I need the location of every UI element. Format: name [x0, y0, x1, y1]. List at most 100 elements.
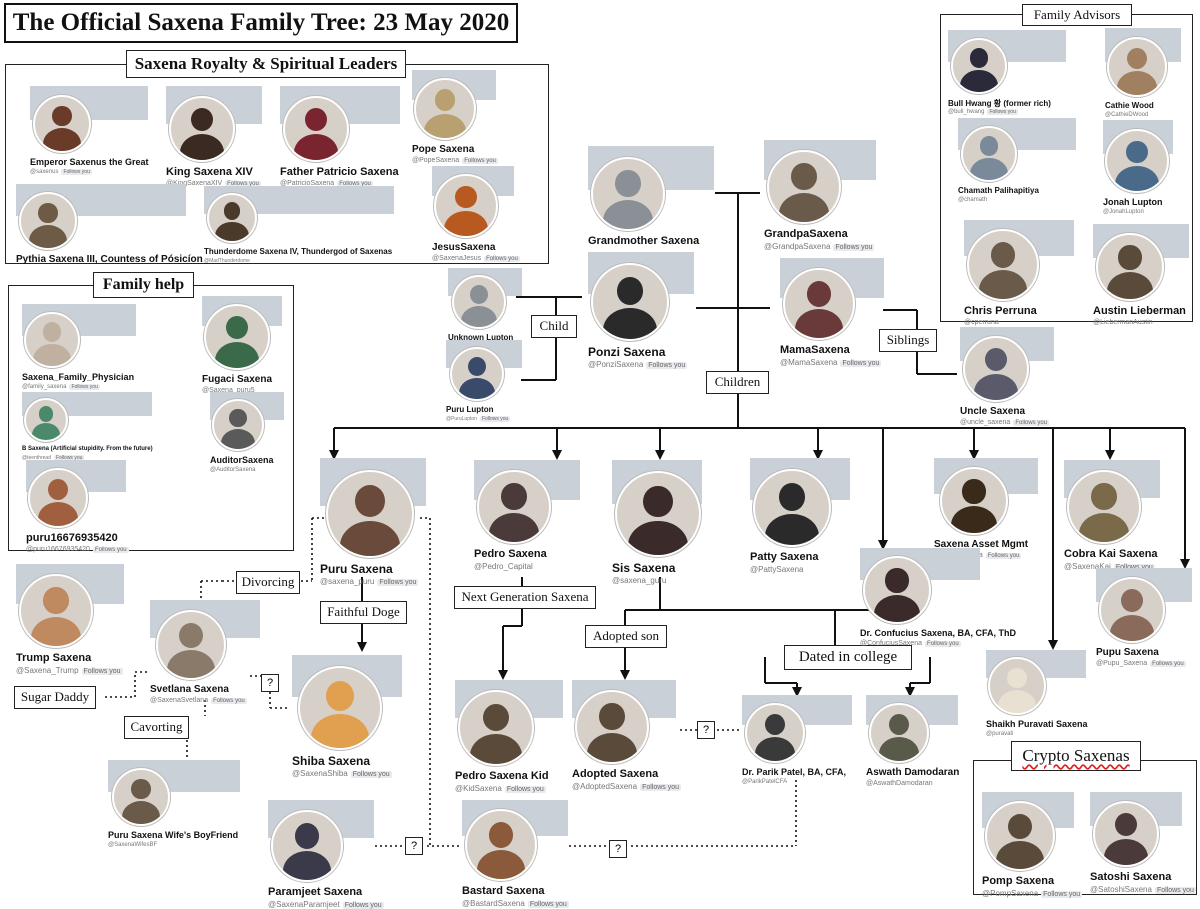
avatar[interactable] — [591, 263, 669, 341]
avatar[interactable] — [1067, 470, 1141, 544]
person-handle[interactable]: @SaxenaWifesBF — [108, 842, 157, 848]
avatar[interactable] — [19, 574, 93, 648]
avatar[interactable] — [963, 336, 1029, 402]
person-handle[interactable]: @LiebermanAustin — [1093, 319, 1153, 326]
person-handle[interactable]: @CathieDWood — [1105, 112, 1148, 118]
person-handle[interactable]: @saxena_guru — [612, 576, 666, 585]
avatar[interactable] — [951, 38, 1007, 94]
avatar[interactable] — [28, 468, 88, 528]
person-name: Chamath Palihapitiya — [958, 186, 1039, 195]
avatar[interactable] — [988, 657, 1046, 715]
avatar[interactable] — [298, 666, 382, 750]
avatar[interactable] — [1107, 37, 1167, 97]
avatar[interactable] — [869, 703, 929, 763]
avatar[interactable] — [156, 610, 226, 680]
avatar[interactable] — [940, 467, 1008, 535]
avatar[interactable] — [1096, 233, 1164, 301]
avatar[interactable] — [271, 810, 343, 882]
avatar-body-shape — [339, 520, 401, 556]
avatar[interactable] — [24, 312, 80, 368]
avatar[interactable] — [434, 174, 498, 238]
person-handle-text: @teenthread — [22, 455, 51, 461]
person-handle[interactable]: @MadThunderdome — [204, 258, 250, 264]
person-handle[interactable]: @puravati — [986, 731, 1013, 737]
avatar[interactable] — [465, 809, 537, 881]
avatar[interactable] — [767, 150, 841, 224]
avatar-body-shape — [873, 595, 921, 622]
avatar[interactable] — [1099, 577, 1165, 643]
follows-you-badge: Follows you — [81, 668, 123, 675]
avatar[interactable] — [450, 347, 504, 401]
crypto-group-label-text: Crypto Saxenas — [1022, 746, 1130, 765]
avatar[interactable] — [863, 556, 931, 624]
avatar[interactable] — [615, 471, 701, 557]
avatar[interactable] — [591, 157, 665, 231]
avatar[interactable] — [458, 690, 534, 766]
person-handle[interactable]: @AuditorSaxena — [210, 467, 255, 473]
avatar[interactable] — [1105, 129, 1169, 193]
avatar[interactable] — [169, 96, 235, 162]
follows-you-badge: Follows you — [640, 784, 682, 791]
divorcing-label: Divorcing — [236, 571, 300, 594]
avatar[interactable] — [967, 229, 1039, 301]
person-handle[interactable]: @AswathDamodaran — [866, 780, 933, 787]
avatar[interactable] — [204, 304, 270, 370]
avatar[interactable] — [24, 398, 68, 442]
children-label: Children — [706, 371, 769, 394]
person-handle[interactable]: @chamath — [958, 197, 987, 203]
avatar[interactable] — [33, 95, 91, 153]
avatar[interactable] — [575, 690, 649, 764]
avatar-head-shape — [1007, 667, 1027, 689]
person-handle[interactable]: @ParikPatelCFA — [742, 779, 787, 785]
sugar-daddy-label: Sugar Daddy — [14, 686, 96, 709]
person-handle[interactable]: @Saxena_puru5 — [202, 387, 255, 394]
avatar[interactable] — [961, 126, 1017, 182]
avatar[interactable] — [207, 193, 257, 243]
avatar[interactable] — [783, 268, 855, 340]
person-handle[interactable]: @PattySaxena — [750, 565, 803, 574]
person-handle[interactable]: @JonahLupton — [1103, 209, 1144, 215]
avatar[interactable] — [19, 192, 77, 250]
avatar[interactable] — [212, 399, 264, 451]
person-handle[interactable]: @SaxenaKaiFollows you — [1064, 562, 1155, 571]
avatar[interactable] — [477, 470, 551, 544]
avatar[interactable] — [745, 703, 805, 763]
avatar[interactable] — [112, 768, 170, 826]
avatar[interactable] — [414, 78, 476, 140]
avatar[interactable] — [753, 469, 831, 547]
person-handle[interactable]: @Pedro_Capital — [474, 562, 533, 571]
avatar[interactable] — [452, 275, 506, 329]
avatar[interactable] — [283, 96, 349, 162]
avatar[interactable] — [1093, 801, 1159, 867]
follows-you-badge: Follows you — [646, 362, 688, 369]
avatar[interactable] — [985, 801, 1055, 871]
person-handle[interactable]: @cperruna — [964, 319, 999, 326]
avatar[interactable] — [326, 470, 414, 558]
